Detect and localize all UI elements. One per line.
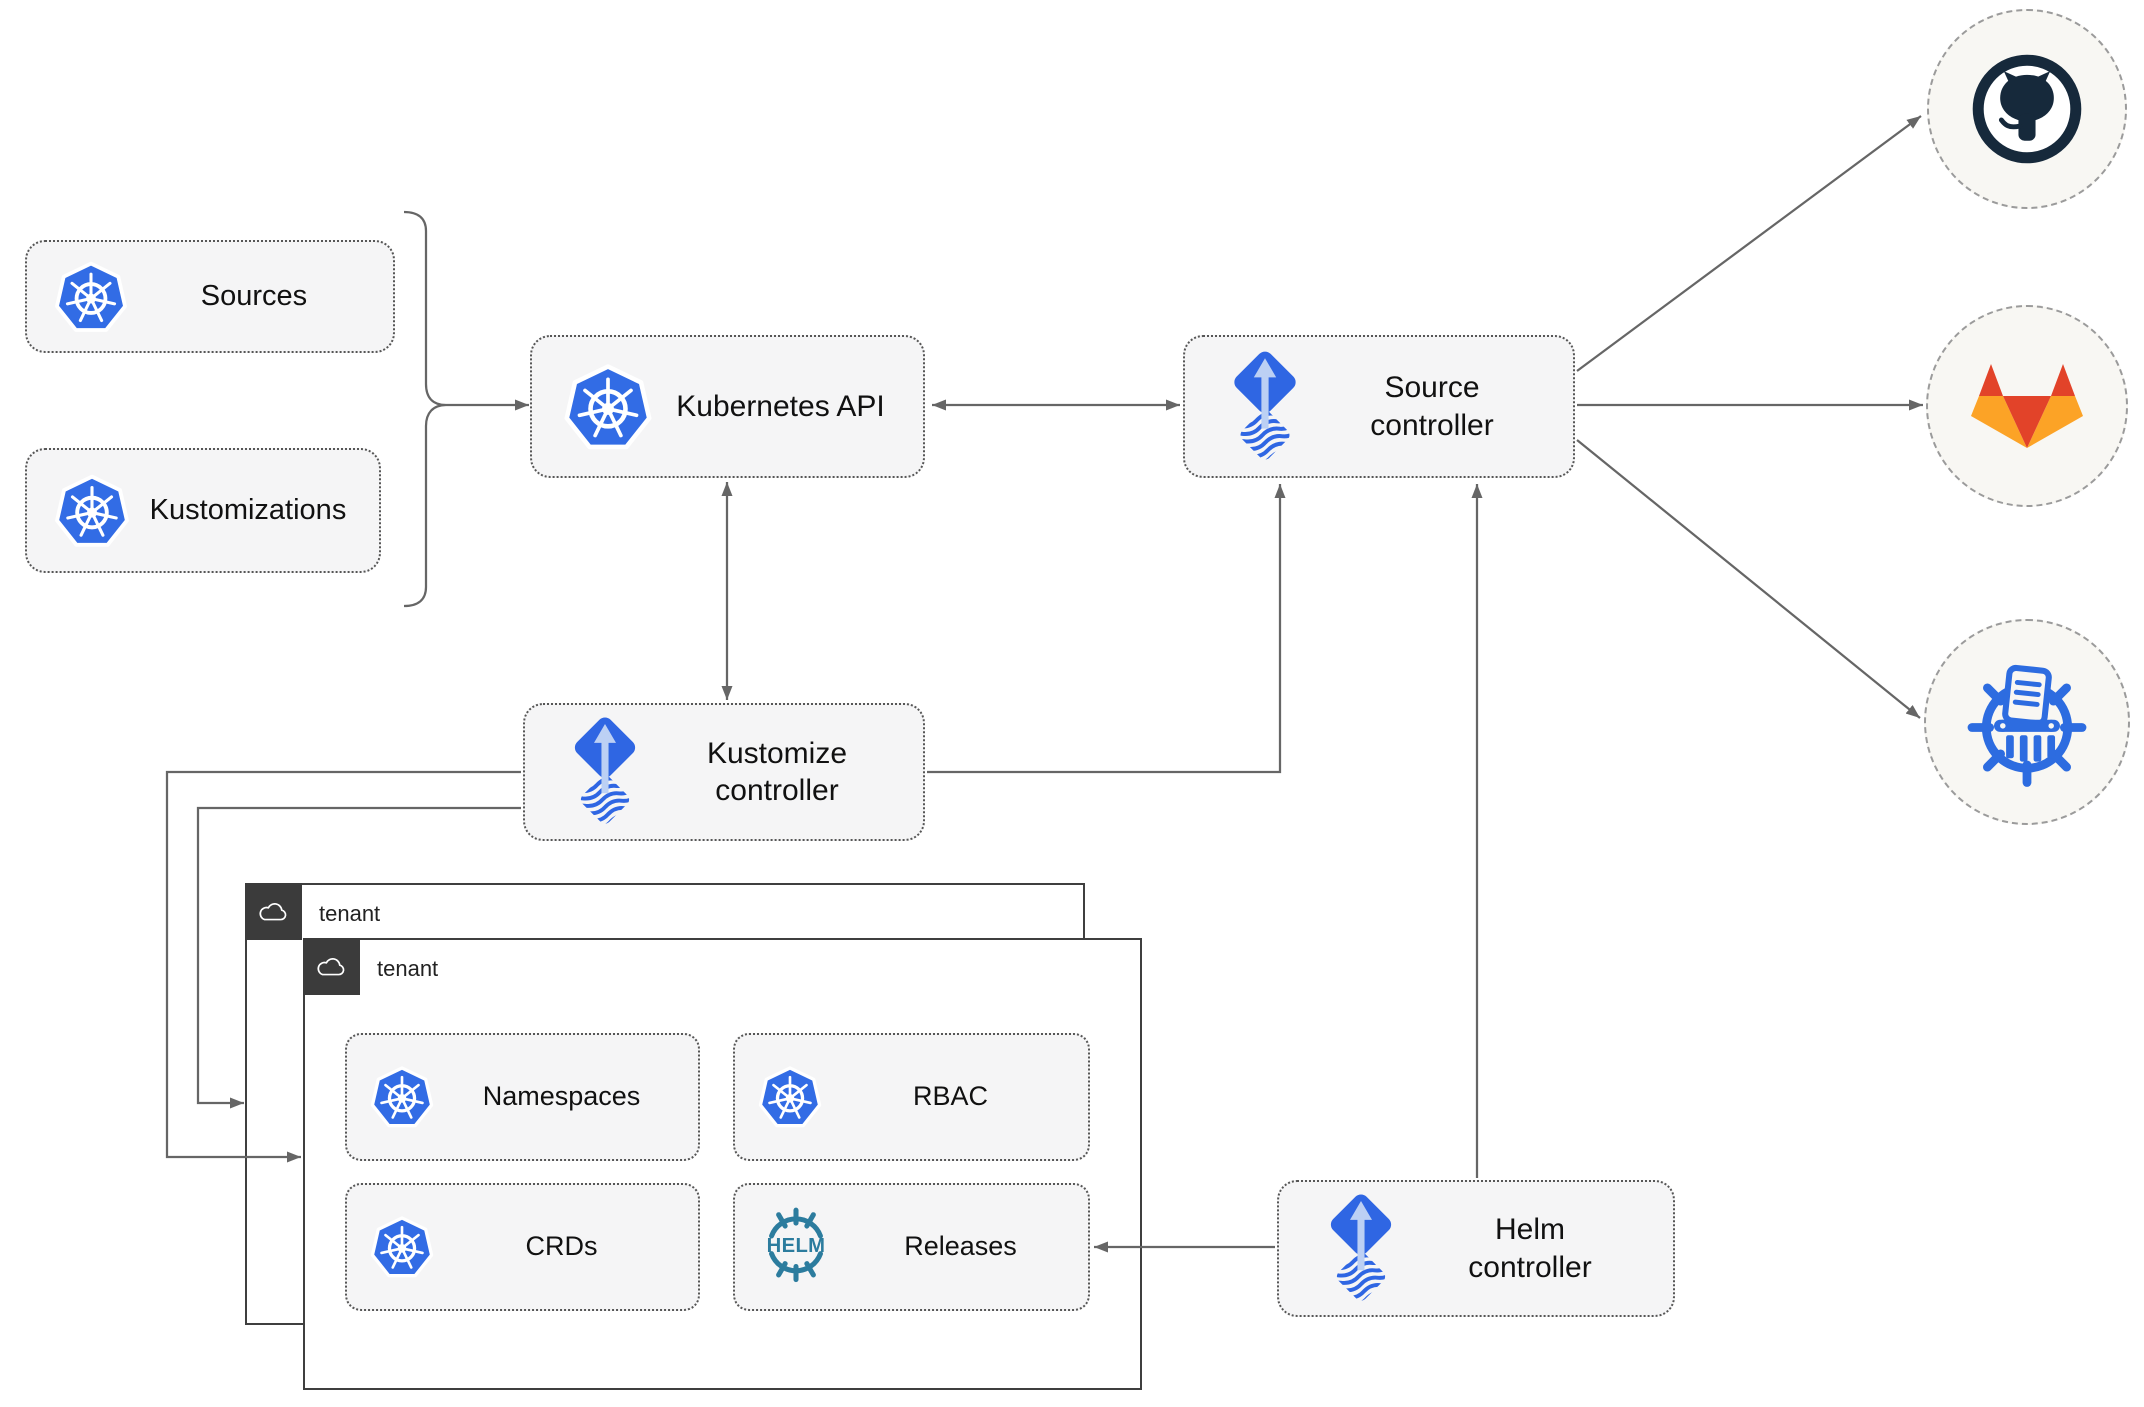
external-gitlab [1926, 305, 2128, 507]
node-helm-controller: Helm controller [1277, 1180, 1675, 1317]
flux-icon [1321, 1190, 1401, 1308]
tenant-label: tenant [377, 955, 439, 981]
node-releases: Releases [733, 1183, 1090, 1311]
node-kustomize-controller: Kustomize controller [523, 703, 925, 841]
tenant-corner-back [245, 883, 302, 940]
node-label: Sources [200, 280, 308, 313]
connector-source-to-helm-repository [1576, 439, 1921, 719]
cloud-icon [257, 899, 291, 925]
node-sources: Sources [25, 240, 395, 353]
node-label: Helm controller [1468, 1213, 1592, 1284]
kubernetes-icon [369, 1214, 435, 1280]
helm-icon [749, 1207, 843, 1287]
connector-source-to-github [1576, 115, 1922, 372]
connector-kustomize-to-source-controller [927, 484, 1286, 774]
node-namespaces: Namespaces [345, 1033, 700, 1161]
node-kubernetes-api: Kubernetes API [530, 335, 925, 478]
node-kustomizations: Kustomizations [25, 448, 381, 573]
node-label: Releases [904, 1231, 1017, 1262]
node-rbac: RBAC [733, 1033, 1090, 1161]
node-label: Kustomize controller [706, 736, 848, 808]
tenant-corner-front [303, 938, 360, 995]
flux-icon [1225, 347, 1305, 467]
kubernetes-icon [53, 259, 129, 335]
kubernetes-icon [757, 1064, 823, 1130]
github-icon [1966, 48, 2088, 170]
node-crds: CRDs [345, 1183, 700, 1311]
node-label: Kubernetes API [676, 389, 885, 423]
gitlab-icon [1967, 356, 2087, 456]
kubernetes-icon [562, 361, 654, 453]
node-label: CRDs [525, 1231, 598, 1262]
external-helm-repository [1924, 619, 2130, 825]
external-github [1927, 9, 2127, 209]
kubernetes-icon [369, 1064, 435, 1130]
helm-repository-icon [1961, 656, 2093, 788]
node-label: RBAC [912, 1081, 988, 1112]
connector-brace [403, 210, 447, 608]
tenant-label: tenant [319, 900, 381, 926]
tenant-box-front: tenant [303, 938, 1142, 1390]
flux-icon [565, 713, 645, 831]
kubernetes-icon [53, 472, 131, 550]
node-label: Kustomizations [149, 494, 347, 527]
cloud-icon [315, 954, 349, 980]
node-label: Namespaces [482, 1081, 641, 1112]
node-source-controller: Source controller [1183, 335, 1575, 478]
node-label: Source controller [1370, 371, 1494, 442]
